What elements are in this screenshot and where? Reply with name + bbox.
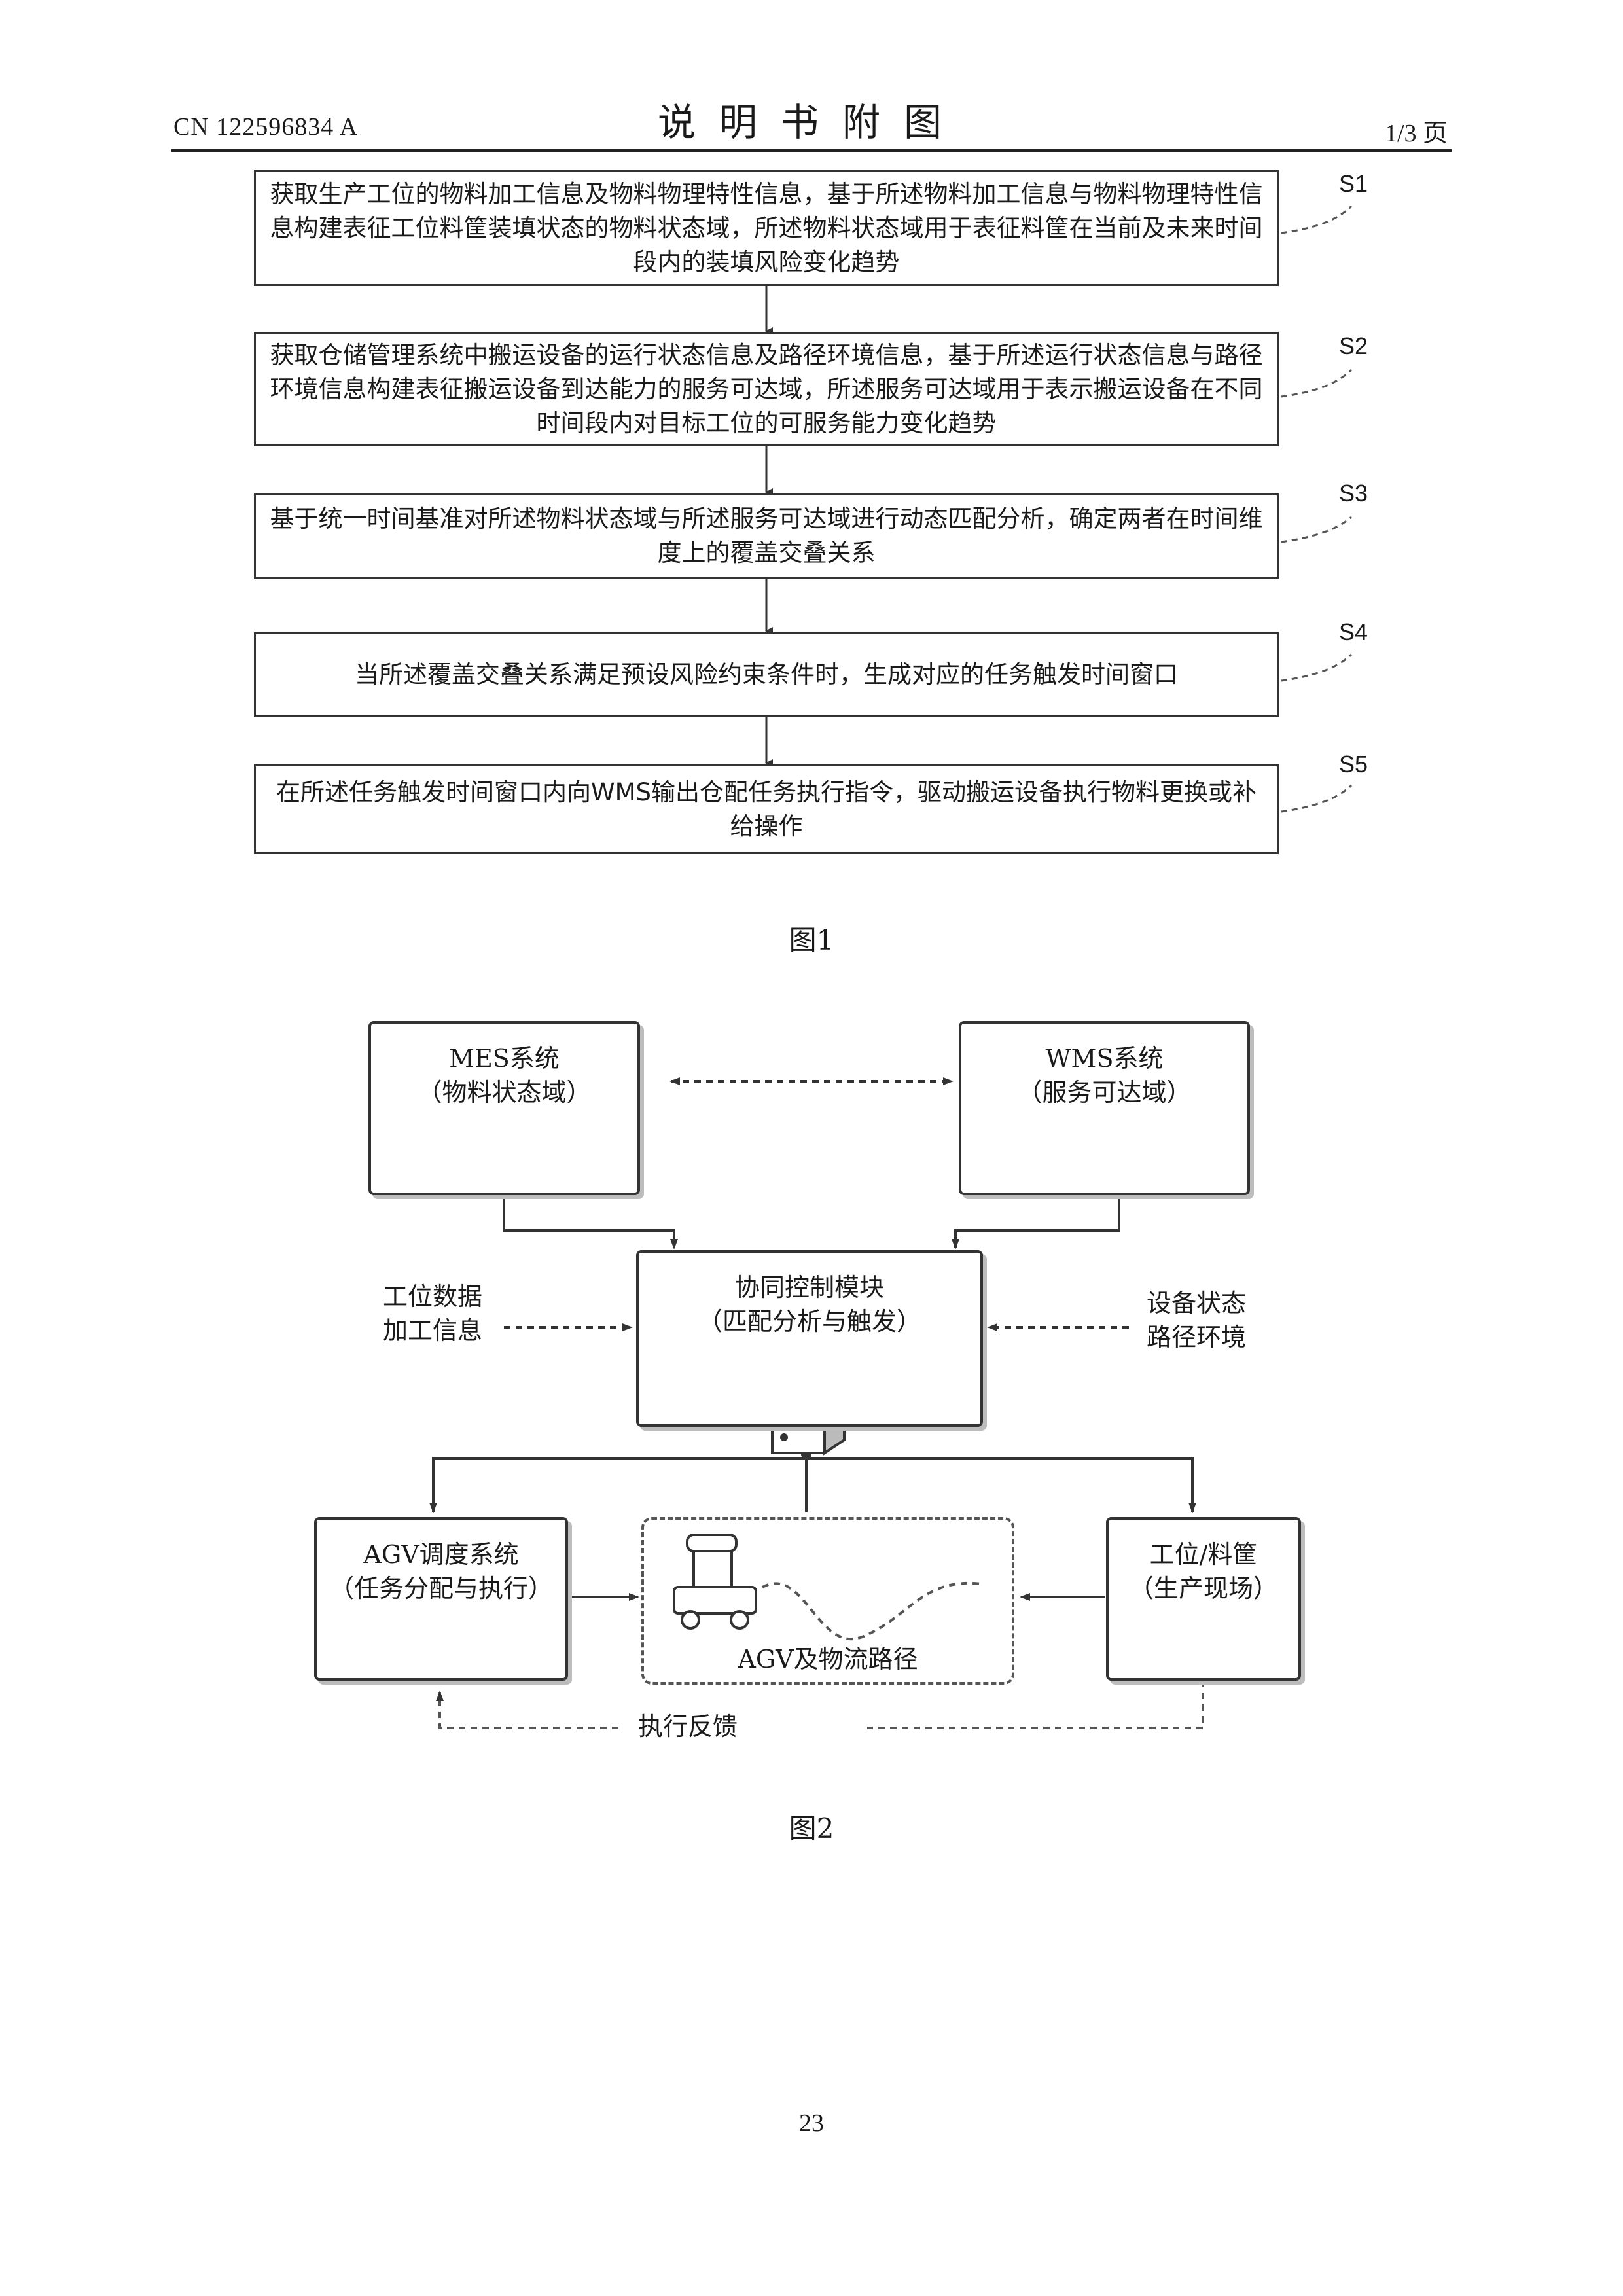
- right-input-label: 设备状态 路径环境: [1147, 1286, 1246, 1354]
- left-input-label: 工位数据 加工信息: [383, 1280, 482, 1348]
- mes-to-control: [504, 1195, 674, 1248]
- station-title: 工位/料筐: [1109, 1534, 1298, 1570]
- feedback-label: 执行反馈: [638, 1710, 738, 1744]
- mes-system-box: MES系统 （物料状态域）: [368, 1021, 640, 1195]
- left-input-line-2: 加工信息: [383, 1314, 482, 1348]
- agv-path-title: AGV及物流路径: [644, 1639, 1012, 1675]
- control-subtitle: （匹配分析与触发）: [639, 1301, 980, 1337]
- figure-2-caption: 图2: [0, 1806, 1623, 1846]
- control-module-box: 协同控制模块 （匹配分析与触发）: [636, 1250, 983, 1427]
- agv-dispatch-title: AGV调度系统: [317, 1534, 565, 1570]
- wms-title: WMS系统: [961, 1038, 1247, 1074]
- control-to-station: [806, 1458, 1192, 1512]
- right-input-line-1: 设备状态: [1147, 1286, 1246, 1320]
- agv-dispatch-subtitle: （任务分配与执行）: [317, 1568, 565, 1604]
- feedback-loop: [867, 1681, 1203, 1728]
- agv-path-box: AGV及物流路径: [641, 1517, 1014, 1685]
- station-box: 工位/料筐 （生产现场）: [1106, 1517, 1301, 1681]
- control-to-agv: [433, 1458, 806, 1512]
- page-number: 23: [0, 2109, 1623, 2138]
- wms-system-box: WMS系统 （服务可达域）: [959, 1021, 1250, 1195]
- mes-title: MES系统: [371, 1038, 637, 1074]
- right-input-line-2: 路径环境: [1147, 1320, 1246, 1354]
- feedback-loop-left: [440, 1692, 618, 1728]
- wms-to-control: [955, 1195, 1119, 1248]
- mes-subtitle: （物料状态域）: [371, 1072, 637, 1108]
- control-title: 协同控制模块: [639, 1267, 980, 1303]
- station-subtitle: （生产现场）: [1109, 1568, 1298, 1604]
- left-input-line-1: 工位数据: [383, 1280, 482, 1314]
- agv-dispatch-box: AGV调度系统 （任务分配与执行）: [314, 1517, 568, 1681]
- wms-subtitle: （服务可达域）: [961, 1072, 1247, 1108]
